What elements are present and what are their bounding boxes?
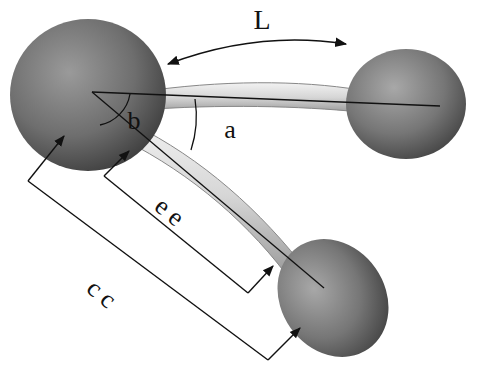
axis-line [92,92,324,288]
angle-label: b [128,108,141,134]
angle-label: a [224,117,236,143]
rod [140,83,360,112]
angle-arc [191,99,196,150]
length-label: L [253,6,270,34]
sphere [255,217,411,373]
dimension-bracket [28,181,268,360]
axis-line [92,92,440,106]
dimension-bracket [248,266,273,293]
sphere [10,19,166,171]
length-arrow [168,40,346,64]
dimension-bracket [268,328,300,360]
dimension-label: ee [150,193,194,235]
angle-arc [100,94,130,125]
dimension-label: cc [82,275,126,317]
dimension-bracket [104,176,248,293]
dimension-bracket [28,136,64,181]
dimension-bracket [104,151,129,176]
